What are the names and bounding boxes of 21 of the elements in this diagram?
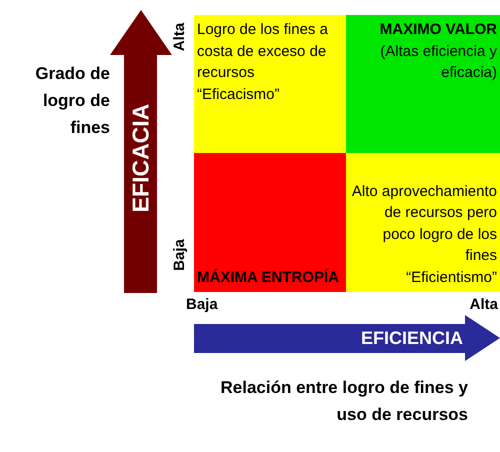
quadrant-panel bbox=[194, 153, 346, 292]
quadrant-note: “Eficientismo” bbox=[405, 268, 497, 288]
axis-title: EFICIENCIA bbox=[360, 327, 463, 349]
axis-arrow bbox=[194, 315, 500, 361]
quadrant-title: MÁXIMA ENTROPÍA bbox=[197, 268, 340, 288]
axis-tick-label: Alta bbox=[470, 296, 498, 313]
axis-description: Grado de logro de fines bbox=[34, 63, 110, 139]
axis-tick-label: Baja bbox=[172, 239, 188, 271]
axis-tick-label: Baja bbox=[186, 296, 218, 313]
quadrant-title: MAXIMO VALOR bbox=[378, 20, 497, 40]
axis-title: EFICACIA bbox=[127, 104, 154, 212]
description-text: Alto aprovechamiento de recursos pero poco logro de los fines bbox=[350, 182, 497, 266]
axis-arrow bbox=[110, 10, 172, 293]
quadrant-panel bbox=[194, 15, 346, 153]
quadrant-panel bbox=[346, 153, 500, 292]
description-text: Logro de los fines a costa de exceso de recursos bbox=[197, 20, 329, 83]
axis-description: Relación entre logro de fines y uso de recursos bbox=[219, 377, 468, 426]
axis-tick-label: Alta bbox=[172, 22, 188, 52]
quadrant-note: (Altas eficiencia y eficacia) bbox=[379, 42, 497, 83]
quadrant-note: “Eficacismo” bbox=[197, 84, 281, 104]
quadrant-panel bbox=[346, 15, 500, 153]
